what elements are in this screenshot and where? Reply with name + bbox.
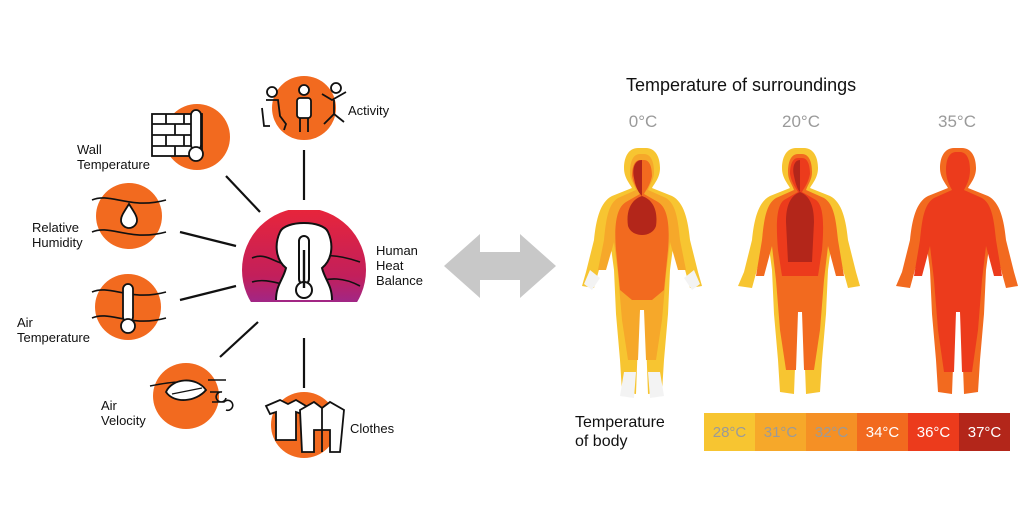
- scale-cell-4: 36°C: [908, 413, 959, 451]
- wall-temperature-icon: [151, 104, 230, 170]
- human-heat-balance-label: Human Heat Balance: [376, 243, 423, 288]
- human-heat-balance-icon: [242, 210, 366, 302]
- double-arrow-icon: [444, 234, 556, 298]
- air-velocity-label: Air Velocity: [101, 398, 146, 428]
- scale-cell-5: 37°C: [959, 413, 1010, 451]
- body-figures: [582, 148, 1018, 398]
- clothes-label: Clothes: [350, 421, 395, 436]
- relative-humidity-label: Relative Humidity: [32, 220, 83, 250]
- activity-label: Activity: [348, 103, 390, 118]
- wall-temperature-label-line1: Wall: [77, 142, 102, 157]
- body-figure-35c: [896, 148, 1018, 394]
- activity-icon: [261, 76, 347, 140]
- connector-lines: [179, 150, 306, 388]
- surroundings-title: Temperature of surroundings: [626, 75, 857, 95]
- wall-temperature-label-line2: Temperature: [77, 157, 150, 172]
- surrounding-temp-35: 35°C: [938, 112, 976, 131]
- body-temperature-label: Temperature of body: [575, 413, 665, 451]
- human-heat-balance-label-line1: Human: [376, 243, 418, 258]
- air-temperature-icon: [91, 274, 167, 340]
- scale-cell-0: 28°C: [704, 413, 755, 451]
- air-temperature-label-line1: Air: [17, 315, 33, 330]
- surrounding-temp-0: 0°C: [628, 112, 658, 131]
- relative-humidity-label-line2: Humidity: [32, 235, 83, 250]
- air-velocity-icon: [149, 363, 234, 429]
- wall-temperature-label: Wall Temperature: [77, 142, 150, 172]
- body-figure-20c: [738, 148, 860, 394]
- relative-humidity-icon: [91, 183, 167, 249]
- body-figure-0c: [582, 148, 702, 398]
- scale-cell-1: 31°C: [755, 413, 806, 451]
- body-temperature-label-line2: of body: [575, 433, 628, 450]
- air-temperature-label-line2: Temperature: [17, 330, 90, 345]
- human-heat-balance-label-line3: Balance: [376, 273, 423, 288]
- scale-cell-3: 34°C: [857, 413, 908, 451]
- scale-cell-2: 32°C: [806, 413, 857, 451]
- body-temperature-label-line1: Temperature: [575, 414, 665, 431]
- relative-humidity-label-line1: Relative: [32, 220, 79, 235]
- surrounding-temp-20: 20°C: [782, 112, 820, 131]
- human-heat-balance-label-line2: Heat: [376, 258, 404, 273]
- clothes-icon: [264, 392, 345, 458]
- air-temperature-label: Air Temperature: [17, 315, 90, 345]
- air-velocity-label-line2: Velocity: [101, 413, 146, 428]
- air-velocity-label-line1: Air: [101, 398, 117, 413]
